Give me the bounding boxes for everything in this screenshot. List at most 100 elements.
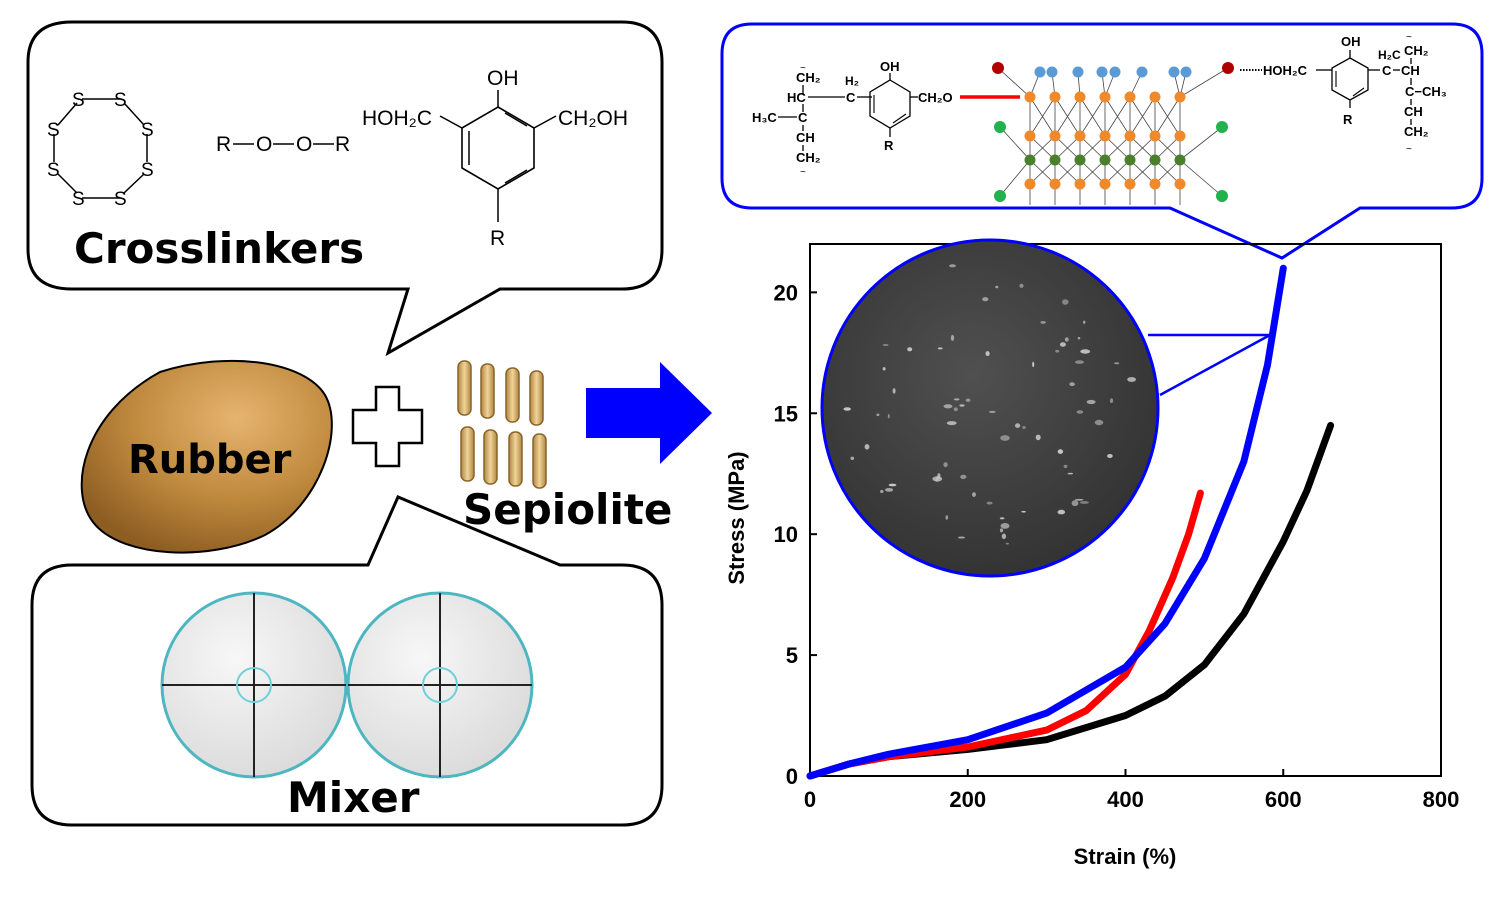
x-tick-label: 800 xyxy=(1423,787,1460,812)
lattice-atom xyxy=(1024,130,1036,142)
phenol-r-label: R xyxy=(490,227,505,250)
y-axis-title: Stress (MPa) xyxy=(724,451,749,584)
svg-text:~: ~ xyxy=(1406,32,1412,43)
peroxide-formula: R O O R xyxy=(216,133,350,156)
y-tick-label: 15 xyxy=(774,401,798,426)
x-tick-label: 600 xyxy=(1265,787,1302,812)
phenol-oh-label: OH xyxy=(487,67,519,90)
process-arrow-icon xyxy=(586,362,712,464)
lattice-atom xyxy=(1099,178,1111,190)
sem-micrograph xyxy=(820,238,1160,578)
lattice-atom xyxy=(1024,154,1036,166)
lattice-atom xyxy=(1174,178,1186,190)
lattice-atom xyxy=(1136,66,1148,78)
lattice-atom xyxy=(1099,154,1111,166)
lattice-atom xyxy=(1074,154,1086,166)
lattice-atom xyxy=(1049,91,1061,103)
rubber-blob: Rubber xyxy=(80,359,333,554)
lattice-atom xyxy=(1149,91,1161,103)
lattice-atom xyxy=(1034,66,1046,78)
lattice-atom xyxy=(994,190,1006,202)
x-tick-label: 400 xyxy=(1107,787,1144,812)
lattice-atom xyxy=(1049,154,1061,166)
lattice-atom xyxy=(1124,154,1136,166)
peroxide-r: R xyxy=(216,133,231,156)
lattice-atom xyxy=(994,121,1006,133)
chain-label: HOH₂C xyxy=(1263,63,1308,78)
x-tick-label: 0 xyxy=(804,787,816,812)
lattice-atom xyxy=(1174,130,1186,142)
lattice-atom xyxy=(1168,66,1180,78)
lattice-atom xyxy=(1074,130,1086,142)
lattice-atom xyxy=(1074,91,1086,103)
lattice-atom xyxy=(1180,66,1192,78)
crosslinkers-label: Crosslinkers xyxy=(74,224,364,273)
sulfur-ring: S S S S S S S S xyxy=(47,90,154,210)
svg-text:~: ~ xyxy=(800,167,806,178)
sulfur-atom: S xyxy=(141,120,154,141)
y-tick-label: 10 xyxy=(774,522,798,547)
lattice-atom xyxy=(1149,130,1161,142)
lattice-atom xyxy=(1216,121,1228,133)
lattice-atom xyxy=(1049,130,1061,142)
lattice-atom xyxy=(1174,91,1186,103)
x-axis-title: Strain (%) xyxy=(1074,844,1177,869)
y-tick-label: 20 xyxy=(774,280,798,305)
rubber-label: Rubber xyxy=(128,437,292,483)
chain-label: C−CH₃ xyxy=(1405,84,1447,99)
sepiolite-label: Sepiolite xyxy=(463,485,672,534)
lattice-atom xyxy=(1149,178,1161,190)
y-tick-label: 5 xyxy=(786,643,798,668)
sulfur-atom: S xyxy=(114,90,127,111)
sulfur-atom: S xyxy=(47,160,60,181)
phenolic-resin-structure: OH HOH₂C CH₂OH R xyxy=(362,67,628,250)
phenol-right-group: CH₂OH xyxy=(558,107,628,130)
peroxide-o: O xyxy=(256,133,272,156)
chain-label: OH xyxy=(880,59,900,74)
svg-text:~: ~ xyxy=(800,63,806,74)
chain-label: CH₂ xyxy=(1404,43,1429,58)
chain-label: C xyxy=(1382,63,1392,78)
lattice-atom xyxy=(1074,178,1086,190)
chain-label: HC xyxy=(787,90,806,105)
lattice-atom xyxy=(1124,178,1136,190)
zoom-connector xyxy=(1159,333,1271,397)
right-chain-structure: HOH₂C OH R H₂C C ~ CH₂ CH C−CH₃ CH CH₂ ~ xyxy=(1240,32,1447,155)
chain-label: CH₂ xyxy=(796,70,821,85)
lattice-atom xyxy=(1124,91,1136,103)
chain-label: CH₂ xyxy=(796,150,821,165)
lattice-atom xyxy=(1124,130,1136,142)
lattice-atom xyxy=(1046,66,1058,78)
sulfur-atom: S xyxy=(72,90,85,111)
chain-label: C xyxy=(846,90,856,105)
lattice-atom xyxy=(1216,190,1228,202)
chain-label: H₃C xyxy=(752,110,777,125)
peroxide-o: O xyxy=(296,133,312,156)
lattice-atom xyxy=(1049,178,1061,190)
sepiolite-rods xyxy=(457,360,547,489)
chain-label: CH xyxy=(796,130,815,145)
mixer-rotor-right xyxy=(346,591,534,779)
structure-callout: ~ CH₂ HC H₂ C H₃C C CH CH₂ ~ OH CH₂O xyxy=(720,22,1484,260)
mixer-rotor-left xyxy=(160,591,348,779)
mixer-callout: Mixer xyxy=(30,495,664,827)
chain-label: R xyxy=(884,138,894,153)
svg-text:~: ~ xyxy=(1406,144,1412,155)
chain-label: CH₂ xyxy=(1404,124,1429,139)
chain-label: CH xyxy=(1401,63,1420,78)
lattice-atom xyxy=(1024,91,1036,103)
sulfur-atom: S xyxy=(114,189,127,210)
chain-label: CH₂O xyxy=(918,90,953,105)
sulfur-atom: S xyxy=(141,160,154,181)
chain-label: CH xyxy=(1404,104,1423,119)
plus-icon xyxy=(351,385,424,468)
peroxide-r: R xyxy=(335,133,350,156)
left-chain-structure: ~ CH₂ HC H₂ C H₃C C CH CH₂ ~ OH CH₂O xyxy=(752,59,1020,178)
crosslinkers-callout: S S S S S S S S R O O R xyxy=(26,20,664,357)
lattice-atom xyxy=(1096,66,1108,78)
chain-label: H₂C xyxy=(1378,48,1401,62)
series-line-3 xyxy=(806,264,1287,780)
lattice-atom xyxy=(1072,66,1084,78)
lattice-atom xyxy=(1222,62,1234,74)
